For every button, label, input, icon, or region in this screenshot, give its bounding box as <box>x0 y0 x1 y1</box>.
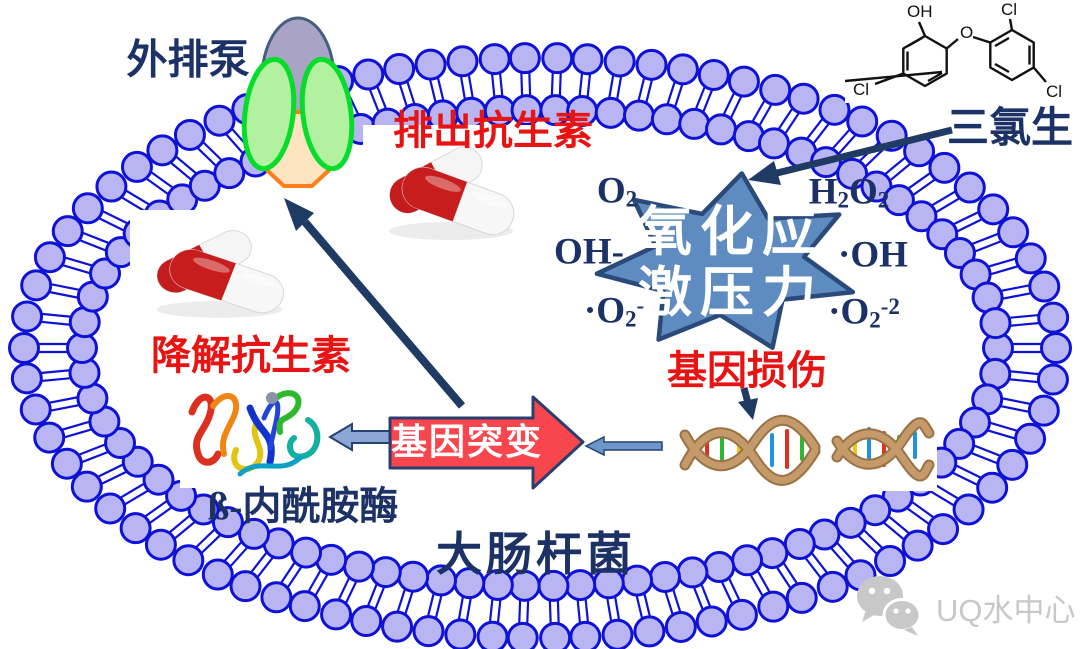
ether-oxygen-label: O <box>960 23 973 42</box>
oxidative-stress-label-line2: 激压力 <box>638 263 824 323</box>
chlorine-top-label: Cl <box>1001 0 1017 19</box>
antibiotic-capsules-image <box>156 230 284 318</box>
pump-wing-right <box>299 56 355 172</box>
gene-mutation-label: 基因突变 <box>390 422 544 462</box>
wechat-icon <box>857 576 922 636</box>
triclosan-structure-box: OH O Cl Cl Cl <box>845 0 1073 103</box>
beta-lactamase-label: ß-内酰胺酶 <box>207 485 399 529</box>
efflux-pump-icon <box>241 16 355 188</box>
pump-wing-left <box>241 56 297 172</box>
degrade-antibiotics-label: 降解抗生素 <box>151 333 351 378</box>
ros-hydroxyl-right: ·OH <box>838 234 908 276</box>
ros-oxygen: O2 <box>596 170 638 212</box>
oxidative-stress-label-line1: 氧化应 <box>638 202 824 262</box>
triclosan-structure: OH O Cl Cl Cl <box>845 0 1062 101</box>
expel-antibiotics-label: 排出抗生素 <box>393 108 593 153</box>
degraded-antibiotics-image-box <box>130 210 303 330</box>
beta-lactamase-structure-image-box <box>180 378 327 488</box>
ros-hydrogen-peroxide: H2O2 <box>808 171 890 213</box>
efflux-pump-label: 外排泵 <box>126 36 250 83</box>
gene-damage-label: 基因损伤 <box>667 348 827 393</box>
hydroxyl-label: OH <box>907 2 933 21</box>
damaged-dna-image-box <box>677 407 937 491</box>
chlorine-bottom-label: Cl <box>1046 82 1062 101</box>
damaged-dna-image <box>679 414 935 486</box>
ros-hydroxyl-left: OH- <box>554 231 624 273</box>
triclosan-label: 三氯生 <box>946 106 1074 152</box>
arrow-mutation-to-protein <box>328 422 393 452</box>
ros-superoxide-left: ·O2- <box>583 290 645 332</box>
watermark: UQ水中心 <box>852 570 1076 644</box>
ecoli-label: 大肠杆菌 <box>436 529 636 580</box>
watermark-text: UQ水中心 <box>936 592 1076 628</box>
chlorine-left-label: Cl <box>853 80 869 99</box>
ros-superoxide-right: ·O2-2 <box>828 291 900 333</box>
protein-ribbon-image <box>188 390 321 477</box>
arrow-dna-to-mutation <box>584 435 663 457</box>
